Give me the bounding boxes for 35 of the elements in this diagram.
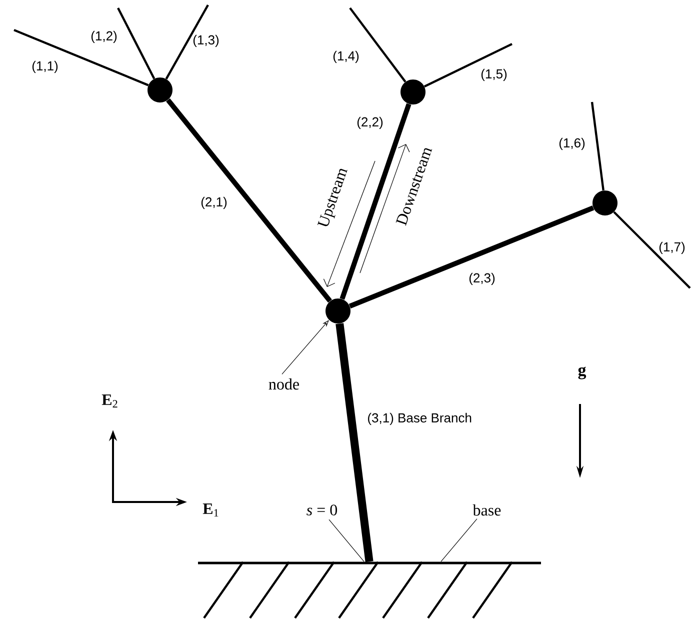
branch-line [166,98,332,303]
vector-label: g [578,366,586,380]
branch-label: (2,3) [469,272,495,286]
branch-line [348,205,594,309]
branch-label: (3,1) Base Branch [368,412,472,426]
branch-line [117,8,156,80]
branch-line [340,103,412,300]
branch-line [165,4,209,80]
branch-line [336,323,374,562]
branch-label: (1,2) [91,30,117,44]
branch-line [349,7,406,82]
junction-dot [400,80,426,104]
branch-label: (1,6) [559,138,585,150]
callout-text: node [268,378,299,390]
branch-line [14,28,149,86]
ground-drawing [198,561,541,619]
branch-label: (1,7) [659,242,685,254]
axis-label: E$_{2}$ [102,394,118,408]
callout-text: base [472,504,501,516]
branch-label: (2,2) [357,116,383,130]
branch-label: (2,1) [201,196,227,210]
junction-dot [592,190,618,216]
callout-text: s = 0 [306,504,338,516]
branch-label: (1,5) [481,68,507,82]
axis-label: E$_{1}$ [202,503,218,517]
leader-line [328,519,364,562]
junction-dot [326,298,350,324]
branch-line [590,102,604,191]
leader-line [440,518,478,562]
branch-label: (1,4) [333,50,359,64]
junction-dot [148,78,172,102]
branch-label: (1,3) [193,34,219,48]
branch-label: (1,1) [32,60,58,74]
branch-line [613,211,691,289]
branch-line [424,43,512,88]
